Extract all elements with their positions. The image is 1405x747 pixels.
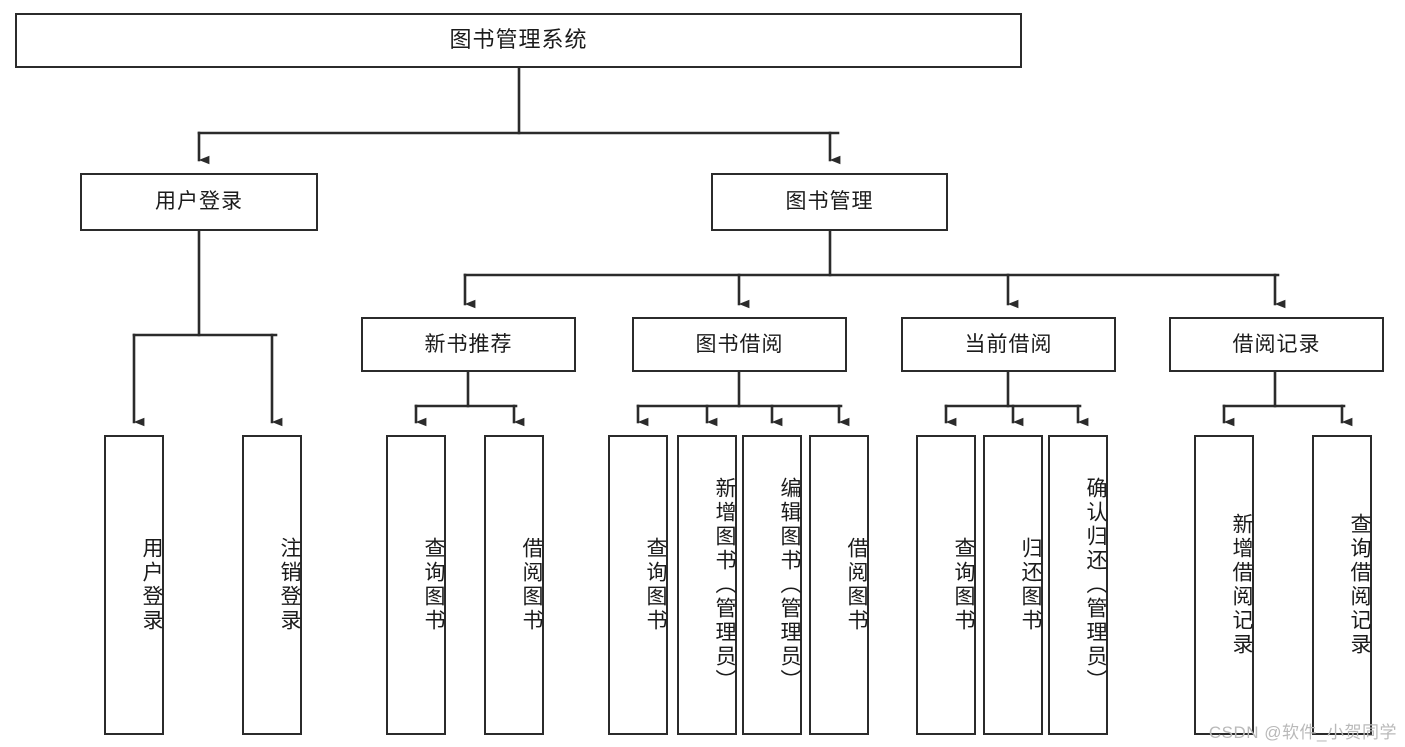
- node-label: 图书管理: [785, 190, 874, 214]
- leaf-query-borrow-record[interactable]: 查询借阅记录: [1312, 435, 1372, 735]
- node-book-borrow[interactable]: 图书借阅: [632, 317, 847, 372]
- node-label: 图书管理系统: [449, 27, 588, 53]
- leaf-borrow-book[interactable]: 借阅图书: [809, 435, 869, 735]
- node-label: 图书借阅: [695, 332, 784, 356]
- node-label: 确认归还（管理员）: [1084, 477, 1107, 693]
- leaf-query-book-recommendation[interactable]: 查询图书: [386, 435, 446, 735]
- leaf-edit-book-admin[interactable]: 编辑图书（管理员）: [742, 435, 802, 735]
- leaf-user-login[interactable]: 用户登录: [104, 435, 164, 735]
- node-label: 借阅记录: [1232, 332, 1321, 356]
- node-label: 借阅图书: [520, 537, 543, 633]
- node-label: 查询图书: [952, 537, 975, 633]
- node-label: 用户登录: [140, 537, 163, 633]
- node-label: 新书推荐: [424, 332, 513, 356]
- watermark: CSDN @软件_小贺同学: [1208, 723, 1397, 742]
- node-current-borrow[interactable]: 当前借阅: [901, 317, 1116, 372]
- node-label: 查询借阅记录: [1348, 513, 1371, 657]
- node-label: 归还图书: [1019, 537, 1042, 633]
- node-label: 新增图书（管理员）: [713, 477, 736, 693]
- node-user-login[interactable]: 用户登录: [80, 173, 318, 231]
- node-label: 用户登录: [155, 190, 243, 214]
- leaf-user-logout[interactable]: 注销登录: [242, 435, 302, 735]
- node-label: 查询图书: [422, 537, 445, 633]
- leaf-confirm-return-admin[interactable]: 确认归还（管理员）: [1048, 435, 1108, 735]
- leaf-add-borrow-record[interactable]: 新增借阅记录: [1194, 435, 1254, 735]
- node-new-book-recommendation[interactable]: 新书推荐: [361, 317, 576, 372]
- node-borrow-record[interactable]: 借阅记录: [1169, 317, 1384, 372]
- node-label: 借阅图书: [845, 537, 868, 633]
- node-book-management[interactable]: 图书管理: [711, 173, 948, 231]
- node-label: 编辑图书（管理员）: [778, 477, 801, 693]
- leaf-borrow-book-recommendation[interactable]: 借阅图书: [484, 435, 544, 735]
- leaf-add-book-admin[interactable]: 新增图书（管理员）: [677, 435, 737, 735]
- node-label: 查询图书: [644, 537, 667, 633]
- node-root-book-management-system[interactable]: 图书管理系统: [15, 13, 1022, 68]
- node-label: 当前借阅: [964, 332, 1053, 356]
- leaf-query-book-borrow[interactable]: 查询图书: [608, 435, 668, 735]
- leaf-return-book[interactable]: 归还图书: [983, 435, 1043, 735]
- leaf-query-book-current[interactable]: 查询图书: [916, 435, 976, 735]
- node-label: 注销登录: [278, 537, 301, 633]
- node-label: 新增借阅记录: [1230, 513, 1253, 657]
